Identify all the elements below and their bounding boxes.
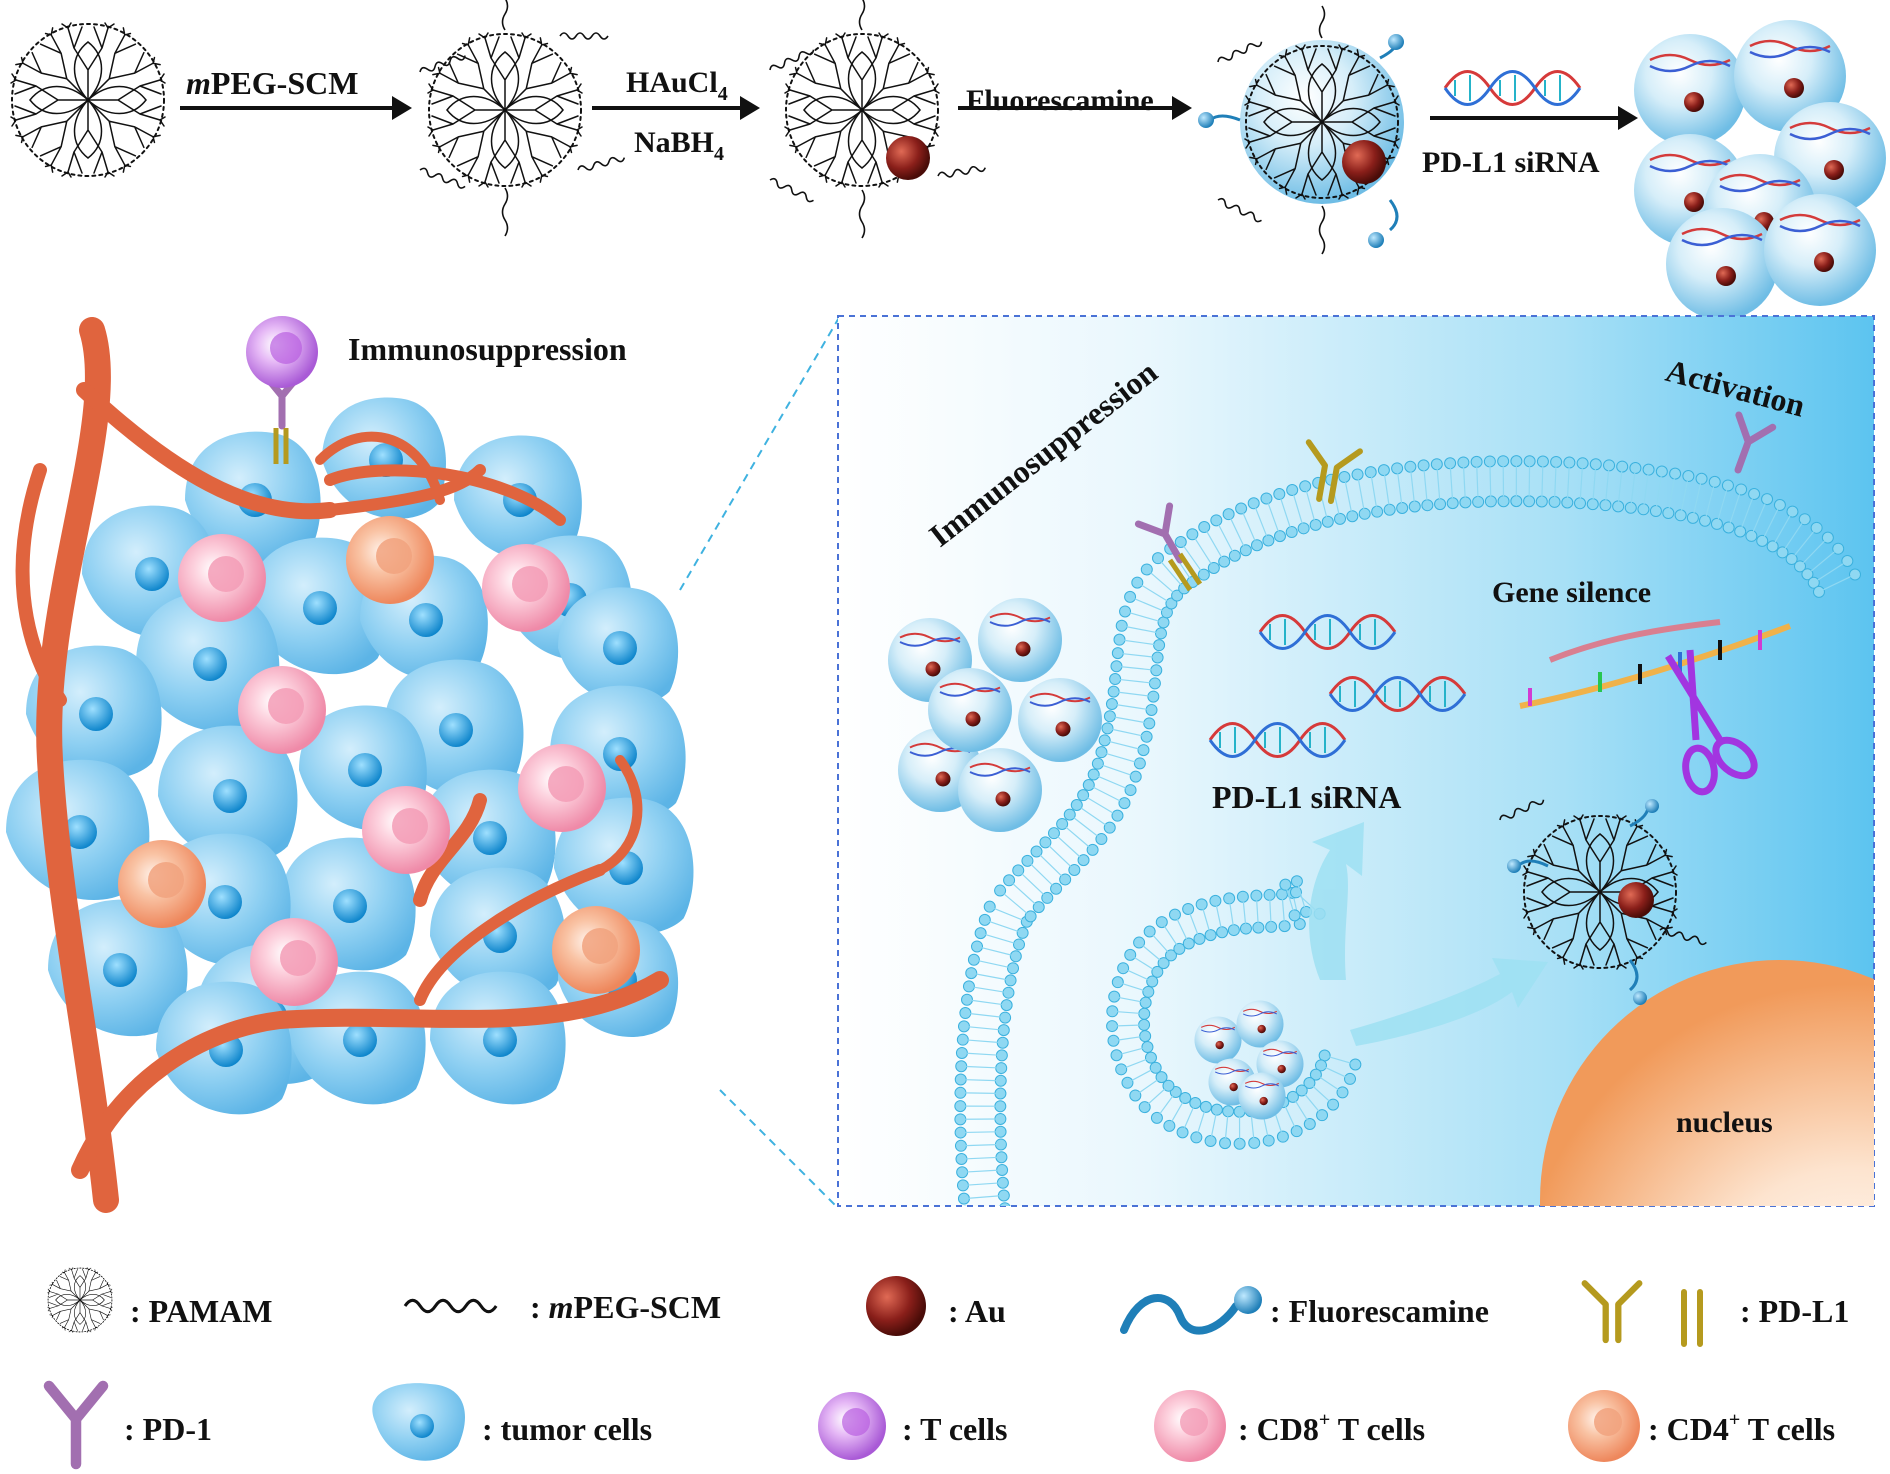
legend-cd8: : CD8+ T cells — [1154, 1390, 1425, 1462]
pegylated-dendrimer-icon — [418, 0, 626, 237]
svg-text:: CD4+ T cells: : CD4+ T cells — [1648, 1409, 1835, 1447]
legend-fluorescamine: : Fluorescamine — [1120, 1286, 1489, 1335]
free-dendrimer-icon — [1497, 796, 1708, 1005]
legend: : PAMAM : mPEG-SCM : Au : Fluorescamine … — [48, 1268, 1849, 1464]
step4-label: PD-L1 siRNA — [1422, 146, 1600, 179]
svg-text:: PD-1: : PD-1 — [124, 1411, 212, 1447]
step2-bottom-label: NaBH4 — [634, 126, 724, 165]
synthesis-row: mPEG-SCM HAuCl4 NaBH4 Fluorescamine — [11, 0, 1888, 322]
scissors-icon — [1665, 649, 1758, 796]
tumor-immunosuppression-label: Immunosuppression — [348, 331, 627, 367]
step1-label: mPEG-SCM — [186, 65, 358, 101]
release-arrows — [1309, 822, 1548, 1046]
gold-dendrimer-icon — [767, 0, 987, 239]
cd8-t-cell — [482, 544, 570, 632]
cd8-t-cell — [362, 786, 450, 874]
svg-text:: CD8+ T cells: : CD8+ T cells — [1238, 1409, 1425, 1447]
tumor-cell — [158, 725, 298, 863]
nucleus: nucleus — [1540, 960, 1874, 1206]
legend-au: : Au — [866, 1276, 1006, 1336]
legend-tumor-cell: : tumor cells — [372, 1383, 652, 1461]
cd8-t-cell — [518, 744, 606, 832]
tumor-cell — [290, 971, 426, 1105]
svg-text:: mPEG-SCM: : mPEG-SCM — [530, 1289, 721, 1325]
pamam-dendrimer-icon — [11, 23, 165, 177]
legend-mpeg: : mPEG-SCM — [403, 1289, 721, 1325]
nucleus-label: nucleus — [1676, 1106, 1773, 1139]
svg-text:: PD-L1: : PD-L1 — [1740, 1293, 1849, 1329]
svg-text:: T cells: : T cells — [902, 1411, 1007, 1447]
nanocomplex-cluster-icon — [1632, 18, 1888, 322]
cd8-t-cell — [238, 666, 326, 754]
svg-text:: Au: : Au — [948, 1293, 1006, 1329]
fluorescamine-dendrimer-icon — [1198, 5, 1404, 255]
svg-text:: PAMAM: : PAMAM — [130, 1293, 272, 1329]
svg-text:: Fluorescamine: : Fluorescamine — [1270, 1293, 1489, 1329]
legend-t-cell: : T cells — [818, 1392, 1007, 1460]
svg-text:: tumor cells: : tumor cells — [482, 1411, 652, 1447]
cd4-t-cell — [346, 516, 434, 604]
blood-vessels — [15, 317, 669, 1213]
sirna-helix-icon — [1443, 70, 1582, 106]
cd8-t-cell — [250, 918, 338, 1006]
tumor-cell — [430, 971, 566, 1105]
tumor-mass: Immunosuppression — [6, 316, 694, 1213]
zoom-connector-bottom — [719, 1089, 837, 1207]
zoom-panel: nucleus — [837, 315, 1875, 1207]
step3-label: Fluorescamine — [966, 84, 1154, 117]
cell-membrane — [954, 455, 1861, 1206]
immune-cells-group — [118, 516, 640, 1006]
legend-pamam: : PAMAM — [48, 1268, 272, 1333]
zoom-sirna-label: PD-L1 siRNA — [1212, 779, 1401, 815]
gene-silence-label: Gene silence — [1492, 576, 1651, 609]
step2-top-label: HAuCl4 — [626, 66, 728, 105]
legend-cd4: : CD4+ T cells — [1568, 1390, 1835, 1462]
gene-silence-graphic — [1519, 619, 1792, 796]
legend-pdl1: : PD-L1 — [1585, 1283, 1849, 1347]
legend-pd1: : PD-1 — [49, 1386, 212, 1464]
tcell-pd1-binding — [246, 316, 318, 464]
cd4-t-cell — [552, 906, 640, 994]
cd4-t-cell — [118, 840, 206, 928]
cd8-t-cell — [178, 534, 266, 622]
tumor-cell — [558, 587, 679, 705]
receptors — [1138, 415, 1772, 592]
zoom-connector-top — [679, 315, 841, 591]
